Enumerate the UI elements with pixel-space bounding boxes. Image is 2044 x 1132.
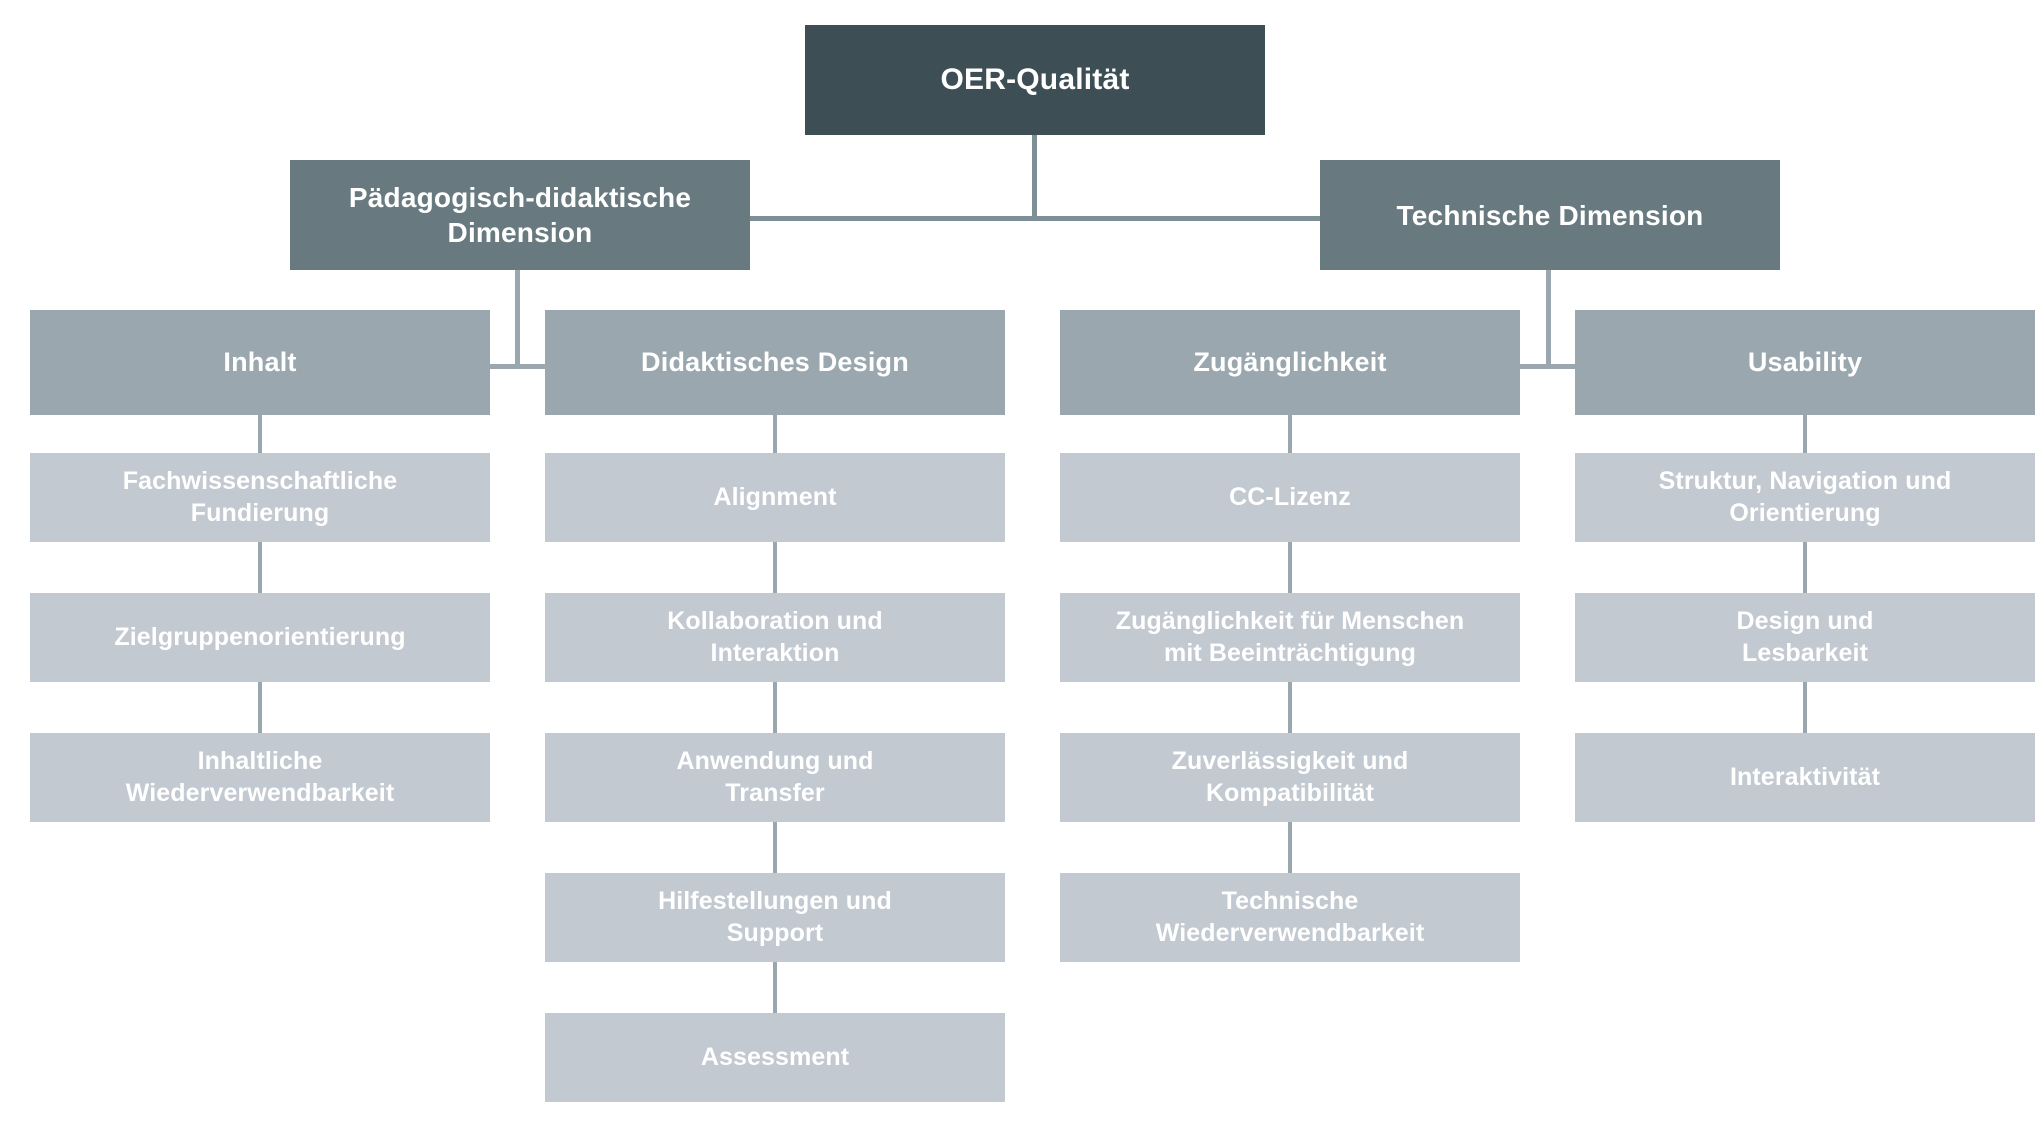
node-label: Inhalt	[223, 346, 297, 377]
node-label: Kollaboration und Interaktion	[667, 607, 883, 667]
node-technische-dimension[interactable]: Technische Dimension	[1320, 160, 1780, 270]
node-usability[interactable]: Usability	[1575, 310, 2035, 415]
node-label: Pädagogisch-didaktische Dimension	[348, 182, 692, 248]
node-label: OER-Qualität	[940, 63, 1130, 97]
connector-technisch-bus	[1519, 364, 1577, 369]
node-label: Struktur, Navigation und Orientierung	[1658, 467, 1952, 527]
node-anwendung-und-transfer[interactable]: Anwendung und Transfer	[545, 733, 1005, 822]
node-label: Zugänglichkeit	[1193, 346, 1387, 377]
node-label: Zuverlässigkeit und Kompatibilität	[1171, 747, 1409, 807]
node-struktur-navigation-und-orientierung[interactable]: Struktur, Navigation und Orientierung	[1575, 453, 2035, 542]
connector-technisch-stem	[1546, 270, 1551, 368]
node-inhaltliche-wiederverwendbarkeit[interactable]: Inhaltliche Wiederverwendbarkeit	[30, 733, 490, 822]
node-oer-qualitaet[interactable]: OER-Qualität	[805, 25, 1265, 135]
connector-paedagogisch-bus	[489, 364, 547, 369]
node-label: CC-Lizenz	[1229, 482, 1351, 511]
node-zugaenglichkeit-fuer-menschen-mit-beeintraechtigung[interactable]: Zugänglichkeit für Menschen mit Beeinträ…	[1060, 593, 1520, 682]
node-design-und-lesbarkeit[interactable]: Design und Lesbarkeit	[1575, 593, 2035, 682]
node-cc-lizenz[interactable]: CC-Lizenz	[1060, 453, 1520, 542]
node-label: Technische Wiederverwendbarkeit	[1155, 887, 1425, 947]
node-inhalt[interactable]: Inhalt	[30, 310, 490, 415]
node-technische-wiederverwendbarkeit[interactable]: Technische Wiederverwendbarkeit	[1060, 873, 1520, 962]
node-label: Anwendung und Transfer	[676, 747, 874, 807]
connector-paedagogisch-stem	[515, 270, 520, 368]
node-hilfestellungen-und-support[interactable]: Hilfestellungen und Support	[545, 873, 1005, 962]
connector-root-stem	[1032, 135, 1037, 219]
node-zugaenglichkeit[interactable]: Zugänglichkeit	[1060, 310, 1520, 415]
node-label: Alignment	[713, 482, 837, 511]
node-didaktisches-design[interactable]: Didaktisches Design	[545, 310, 1005, 415]
node-kollaboration-und-interaktion[interactable]: Kollaboration und Interaktion	[545, 593, 1005, 682]
node-label: Assessment	[700, 1042, 850, 1071]
node-label: Inhaltliche Wiederverwendbarkeit	[125, 747, 395, 807]
node-label: Hilfestellungen und Support	[658, 887, 892, 947]
node-fachwissenschaftliche-fundierung[interactable]: Fachwissenschaftliche Fundierung	[30, 453, 490, 542]
node-zuverlaessigkeit-und-kompatibilitaet[interactable]: Zuverlässigkeit und Kompatibilität	[1060, 733, 1520, 822]
node-label: Zielgruppenorientierung	[114, 622, 406, 651]
node-zielgruppenorientierung[interactable]: Zielgruppenorientierung	[30, 593, 490, 682]
node-interaktivitaet[interactable]: Interaktivität	[1575, 733, 2035, 822]
node-label: Zugänglichkeit für Menschen mit Beeinträ…	[1115, 607, 1465, 667]
node-label: Design und Lesbarkeit	[1736, 607, 1874, 667]
node-label: Usability	[1747, 346, 1863, 377]
node-label: Interaktivität	[1729, 762, 1881, 791]
node-paedagogisch-didaktische-dimension[interactable]: Pädagogisch-didaktische Dimension	[290, 160, 750, 270]
node-alignment[interactable]: Alignment	[545, 453, 1005, 542]
connector-dimension-bus	[749, 216, 1322, 221]
node-assessment[interactable]: Assessment	[545, 1013, 1005, 1102]
node-label: Technische Dimension	[1396, 199, 1704, 231]
node-label: Fachwissenschaftliche Fundierung	[122, 467, 398, 527]
node-label: Didaktisches Design	[641, 346, 909, 377]
